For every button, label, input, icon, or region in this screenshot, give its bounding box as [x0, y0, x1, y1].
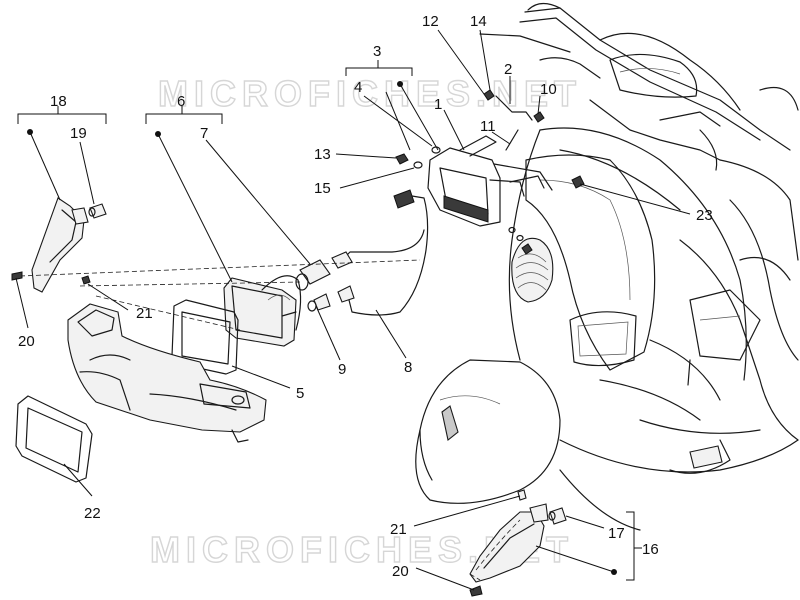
screws-20: [11, 271, 483, 597]
callout-4: 4: [354, 79, 362, 96]
callout-23: 23: [696, 207, 713, 224]
callout-9: 9: [338, 361, 346, 378]
small-hardware: [395, 89, 585, 242]
leader-lines: [15, 29, 691, 591]
callout-8: 8: [404, 359, 412, 376]
callout-20-right: 20: [392, 563, 409, 580]
headlight-unit: [223, 275, 302, 347]
callout-14: 14: [470, 13, 487, 30]
callout-3: 3: [373, 43, 381, 60]
callout-7: 7: [200, 125, 208, 142]
callout-5: 5: [296, 385, 304, 402]
callout-6: 6: [177, 93, 185, 110]
callout-10: 10: [540, 81, 557, 98]
callout-11: 11: [480, 118, 496, 135]
callout-18: 18: [50, 93, 67, 110]
callout-21-left: 21: [136, 305, 153, 322]
callout-19: 19: [70, 125, 87, 142]
scooter-body: [415, 2, 799, 531]
callout-21-right: 21: [390, 521, 407, 538]
callout-2: 2: [504, 61, 512, 78]
callout-17: 17: [608, 525, 625, 542]
callout-1: 1: [434, 96, 442, 113]
rim-22: [15, 395, 93, 483]
right-turn-signal: [469, 489, 567, 583]
left-turn-signal: [31, 197, 107, 293]
callout-13: 13: [314, 146, 331, 163]
callout-15: 15: [314, 180, 331, 197]
horn-grille: [511, 237, 554, 303]
callout-12: 12: [422, 13, 439, 30]
callout-20-left: 20: [18, 333, 35, 350]
callout-numbers: 1 2 3 4 5 6 7 8 9 10 11 12 13 14 15 16 1…: [18, 13, 713, 580]
alignment-lines: [19, 259, 521, 581]
headlight-bracket: [427, 135, 553, 227]
handlebar-cover: [67, 303, 267, 443]
callout-16: 16: [642, 541, 659, 558]
wiring-harness: [331, 189, 429, 316]
headlight-bulbs: [295, 259, 331, 312]
callout-22: 22: [84, 505, 101, 522]
watermark-top: MICROFICHES.NET: [158, 73, 582, 114]
